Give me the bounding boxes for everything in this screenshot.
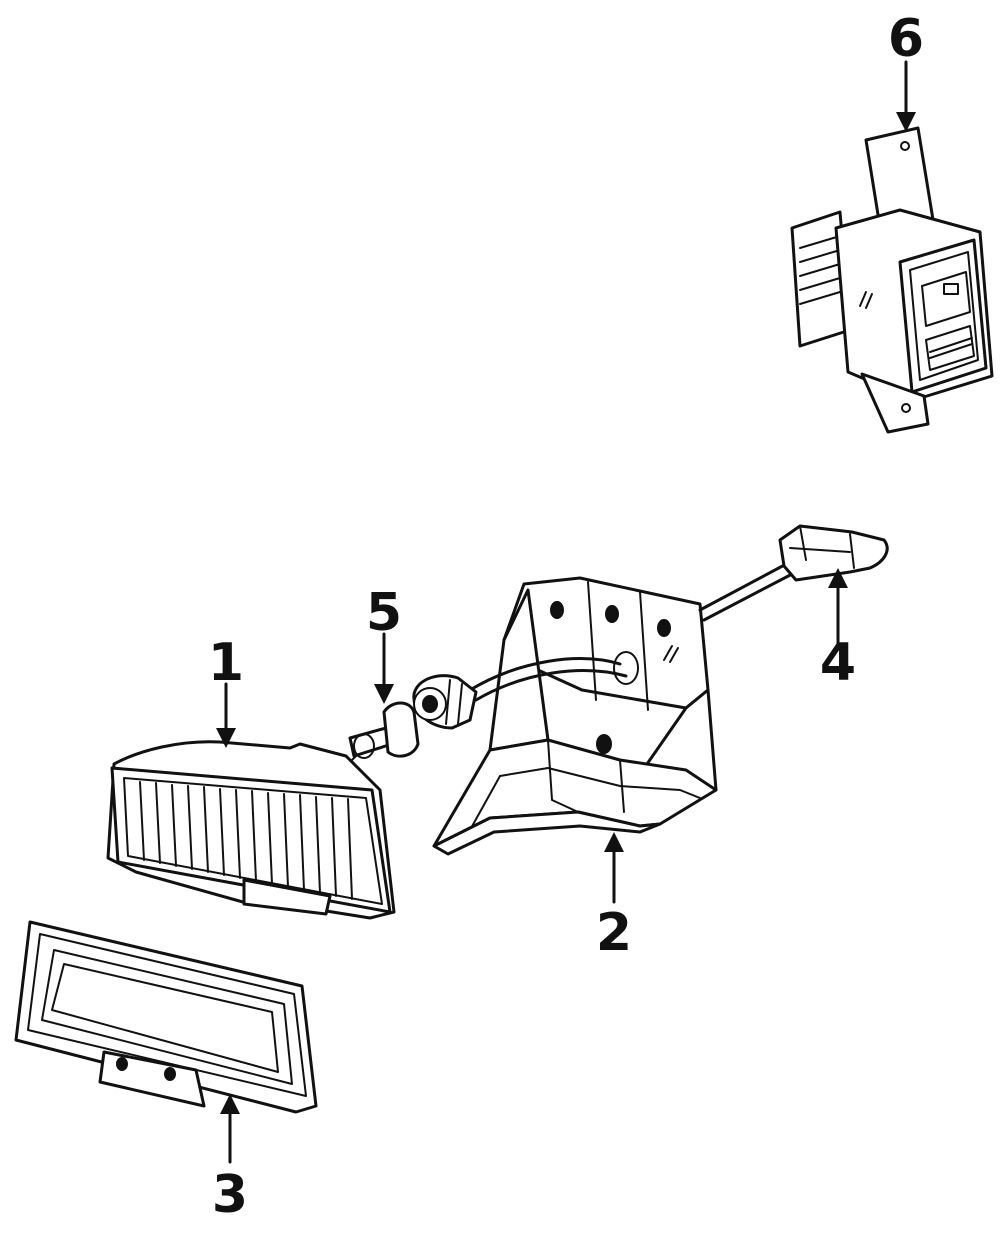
leader-arrows xyxy=(216,60,916,1164)
part-2-bracket xyxy=(432,576,718,856)
callout-1-label: 1 xyxy=(208,633,244,693)
callout-5-label: 5 xyxy=(366,583,402,643)
callout-6-label: 6 xyxy=(888,9,924,69)
callout-4-label: 4 xyxy=(820,633,856,693)
part-1-fog-lamp xyxy=(106,740,396,920)
part-4-connector xyxy=(778,524,889,582)
wiring-harness xyxy=(412,560,798,730)
callout-2-label: 2 xyxy=(596,903,632,963)
callout-3-label: 3 xyxy=(212,1165,248,1225)
part-6-relay-module xyxy=(790,126,994,434)
part-3-bezel xyxy=(14,920,318,1114)
part-5-bulb-socket xyxy=(343,701,420,769)
